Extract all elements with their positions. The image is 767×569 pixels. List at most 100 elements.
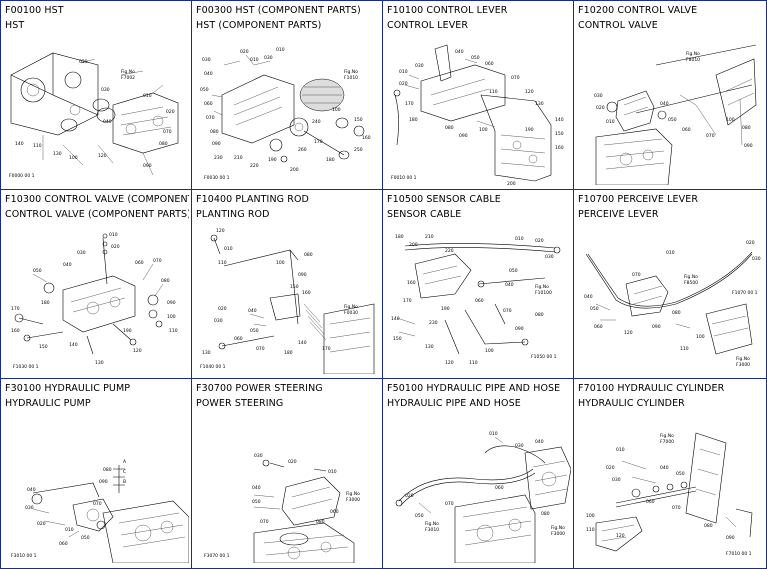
catalog-card-hst-component-parts[interactable]: F00300 HST (COMPONENT PARTS) HST (COMPON… <box>192 1 383 190</box>
svg-text:050: 050 <box>415 513 424 519</box>
svg-text:Fig.No: Fig.No <box>736 356 750 362</box>
svg-text:030: 030 <box>545 254 554 260</box>
card-code-title: F50100 HYDRAULIC PIPE AND HOSE <box>387 383 561 394</box>
svg-text:010: 010 <box>616 447 625 453</box>
svg-text:020: 020 <box>399 81 408 87</box>
svg-text:030: 030 <box>202 57 211 63</box>
svg-text:230: 230 <box>429 320 438 326</box>
svg-text:020: 020 <box>166 109 175 115</box>
card-code-title: F10700 PERCEIVE LEVER <box>578 194 699 205</box>
svg-text:070: 070 <box>672 505 681 511</box>
svg-text:070: 070 <box>256 346 265 352</box>
svg-text:050: 050 <box>668 117 677 123</box>
svg-text:070: 070 <box>206 115 215 121</box>
card-name: HYDRAULIC PUMP <box>5 398 91 409</box>
svg-text:120: 120 <box>216 228 225 234</box>
svg-text:010: 010 <box>399 69 408 75</box>
svg-text:F0030: F0030 <box>344 310 358 316</box>
svg-text:180: 180 <box>395 234 404 240</box>
svg-text:100: 100 <box>276 260 285 266</box>
catalog-card-power-steering[interactable]: F30700 POWER STEERING POWER STEERING 010… <box>192 379 383 568</box>
svg-text:230: 230 <box>214 155 223 161</box>
svg-text:160: 160 <box>302 290 311 296</box>
svg-text:060: 060 <box>135 260 144 266</box>
card-code-title: F10100 CONTROL LEVER <box>387 5 508 16</box>
svg-text:030: 030 <box>515 443 524 449</box>
svg-text:180: 180 <box>284 350 293 356</box>
svg-text:F3000: F3000 <box>551 531 565 537</box>
svg-text:080: 080 <box>535 312 544 318</box>
svg-text:150: 150 <box>290 284 299 290</box>
catalog-card-control-valve-component-parts[interactable]: F10300 CONTROL VALVE (COMPONENT CONTROL … <box>1 190 192 379</box>
svg-text:070: 070 <box>503 308 512 314</box>
svg-text:F8500: F8500 <box>684 280 698 286</box>
svg-text:Fig.No: Fig.No <box>686 51 700 57</box>
svg-text:080: 080 <box>304 252 313 258</box>
svg-text:010: 010 <box>276 47 285 53</box>
svg-text:050: 050 <box>81 535 90 541</box>
svg-text:050: 050 <box>509 268 518 274</box>
svg-text:070: 070 <box>153 258 162 264</box>
svg-text:120: 120 <box>525 89 534 95</box>
svg-text:130: 130 <box>425 344 434 350</box>
svg-text:110: 110 <box>218 260 227 266</box>
svg-text:030: 030 <box>612 477 621 483</box>
card-name: HST <box>5 20 25 31</box>
svg-text:010: 010 <box>143 93 152 99</box>
catalog-card-hydraulic-pipe-and-hose[interactable]: F50100 HYDRAULIC PIPE AND HOSE HYDRAULIC… <box>383 379 574 568</box>
card-code-title: F00300 HST (COMPONENT PARTS) <box>196 5 361 16</box>
svg-text:F10100: F10100 <box>535 290 552 296</box>
svg-text:020: 020 <box>111 244 120 250</box>
svg-text:160: 160 <box>555 145 564 151</box>
svg-text:020: 020 <box>746 240 755 246</box>
svg-text:060: 060 <box>475 298 484 304</box>
svg-text:040: 040 <box>660 465 669 471</box>
svg-text:170: 170 <box>11 306 20 312</box>
svg-text:130: 130 <box>53 151 62 157</box>
svg-text:070: 070 <box>163 129 172 135</box>
svg-text:030: 030 <box>752 256 761 262</box>
svg-text:050: 050 <box>590 306 599 312</box>
svg-text:150: 150 <box>354 117 363 123</box>
catalog-card-control-valve[interactable]: F10200 CONTROL VALVE CONTROL VALVE Fig.N… <box>574 1 766 190</box>
svg-text:010: 010 <box>224 246 233 252</box>
svg-text:140: 140 <box>69 342 78 348</box>
card-name: HYDRAULIC CYLINDER <box>578 398 685 409</box>
svg-text:F7002: F7002 <box>121 75 135 81</box>
card-code-title: F70100 HYDRAULIC CYLINDER <box>578 383 725 394</box>
svg-text:010: 010 <box>328 469 337 475</box>
card-name: HYDRAULIC PIPE AND HOSE <box>387 398 521 409</box>
svg-text:F3010: F3010 <box>425 527 439 533</box>
svg-text:210: 210 <box>234 155 243 161</box>
svg-text:010: 010 <box>250 57 259 63</box>
svg-text:150: 150 <box>39 344 48 350</box>
catalog-card-perceive-lever[interactable]: F10700 PERCEIVE LEVER PERCEIVE LEVER 010… <box>574 190 766 379</box>
catalog-card-hydraulic-cylinder[interactable]: F70100 HYDRAULIC CYLINDER HYDRAULIC CYLI… <box>574 379 766 568</box>
svg-text:F0010 00 1: F0010 00 1 <box>391 175 417 181</box>
svg-text:030: 030 <box>254 453 263 459</box>
card-title: F10700 PERCEIVE LEVER PERCEIVE LEVER <box>578 192 764 222</box>
svg-text:F3000: F3000 <box>736 362 750 368</box>
svg-text:180: 180 <box>41 300 50 306</box>
svg-text:F3010 00 1: F3010 00 1 <box>11 553 37 559</box>
svg-text:F7010 00 1: F7010 00 1 <box>726 551 752 557</box>
svg-text:F1050 00 1: F1050 00 1 <box>531 354 557 360</box>
catalog-card-hydraulic-pump[interactable]: F30100 HYDRAULIC PUMP HYDRAULIC PUMP 080… <box>1 379 192 568</box>
card-name: CONTROL VALVE <box>578 20 658 31</box>
card-name: CONTROL VALVE (COMPONENT PARTS) <box>5 209 189 220</box>
svg-text:190: 190 <box>525 127 534 133</box>
svg-text:110: 110 <box>469 360 478 366</box>
svg-text:Fig.No: Fig.No <box>344 304 358 310</box>
svg-text:010: 010 <box>109 232 118 238</box>
svg-text:010: 010 <box>515 236 524 242</box>
svg-text:110: 110 <box>489 89 498 95</box>
svg-text:050: 050 <box>250 328 259 334</box>
svg-text:F7000: F7000 <box>660 439 674 445</box>
svg-text:120: 120 <box>445 360 454 366</box>
svg-text:100: 100 <box>167 314 176 320</box>
